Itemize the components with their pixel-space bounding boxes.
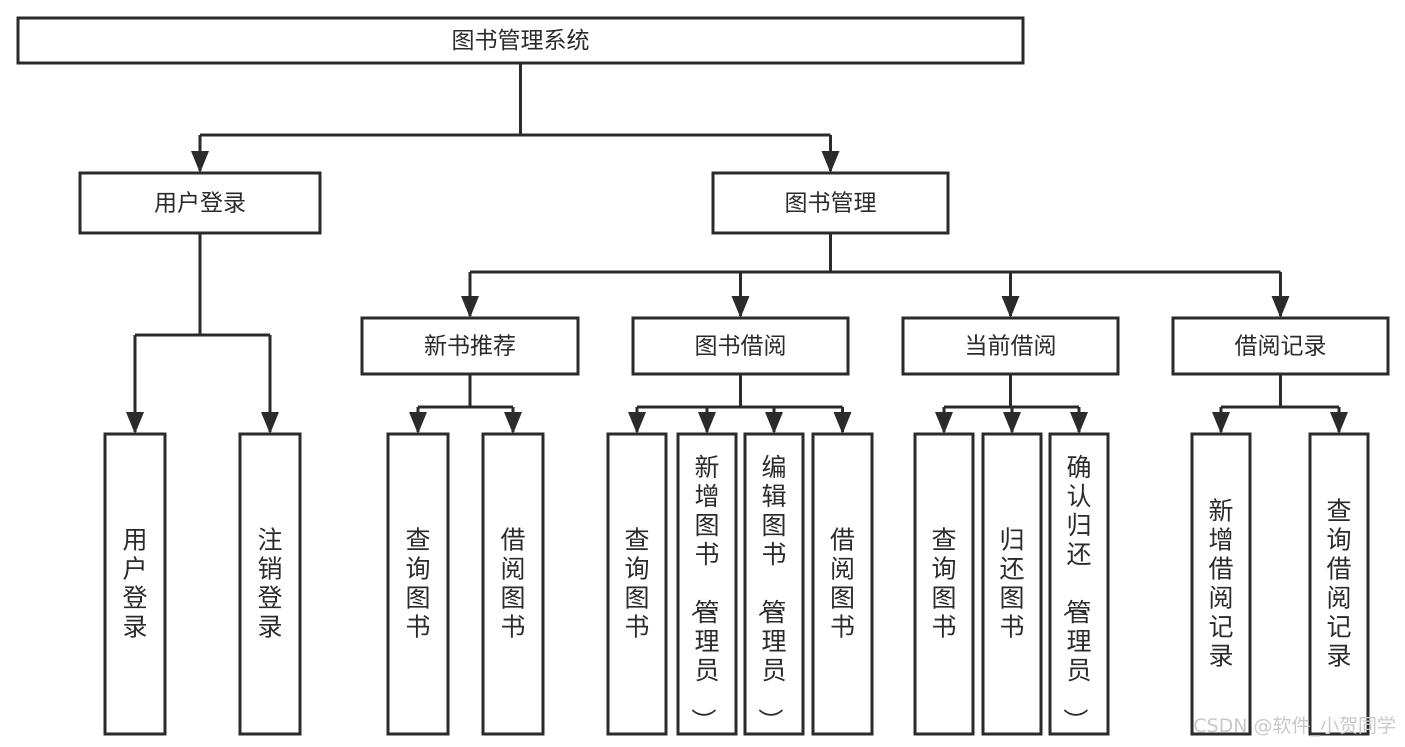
node-leaf-add-record[interactable]: 新增借阅记录 — [1190, 432, 1252, 736]
node-label-leaf-return-book: 归还图书 — [999, 526, 1024, 642]
node-label-leaf-borrow-book-1: 借阅图书 — [500, 526, 525, 642]
node-book-borrow[interactable]: 图书借阅 — [631, 316, 850, 376]
node-box-leaf-query-record[interactable] — [1308, 432, 1370, 736]
node-leaf-return-book[interactable]: 归还图书 — [981, 432, 1043, 736]
node-box-user-login[interactable] — [78, 171, 322, 235]
node-leaf-user-logout[interactable]: 注销登录 — [238, 432, 302, 736]
node-label-book-borrow: 图书借阅 — [695, 334, 787, 360]
node-leaf-query-book-3[interactable]: 查询图书 — [913, 432, 975, 736]
node-new-book-rec[interactable]: 新书推荐 — [360, 316, 580, 376]
node-label-new-book-rec: 新书推荐 — [424, 334, 516, 360]
node-label-leaf-confirm-return: 确认归还（管理员） — [1060, 453, 1091, 733]
node-label-book-manage: 图书管理 — [785, 191, 877, 217]
node-leaf-query-book-2[interactable]: 查询图书 — [606, 432, 668, 736]
node-label-leaf-user-login: 用户登录 — [122, 526, 147, 642]
node-label-leaf-borrow-book-2: 借阅图书 — [830, 526, 855, 642]
node-label-borrow-record: 借阅记录 — [1235, 334, 1327, 360]
node-box-new-book-rec[interactable] — [360, 316, 580, 376]
node-label-root: 图书管理系统 — [452, 28, 590, 54]
node-box-book-manage[interactable] — [711, 171, 950, 235]
node-box-leaf-user-login[interactable] — [103, 432, 167, 736]
node-leaf-confirm-return[interactable]: 确认归还（管理员） — [1048, 432, 1110, 736]
node-label-leaf-add-book: 新增图书（管理员） — [688, 453, 719, 733]
node-label-leaf-query-book-2: 查询图书 — [624, 526, 649, 642]
node-leaf-query-book-1[interactable]: 查询图书 — [386, 432, 450, 736]
node-box-leaf-borrow-book-2[interactable] — [811, 432, 874, 736]
node-leaf-query-record[interactable]: 查询借阅记录 — [1308, 432, 1370, 736]
node-box-current-borrow[interactable] — [901, 316, 1120, 376]
node-current-borrow[interactable]: 当前借阅 — [901, 316, 1120, 376]
node-box-leaf-borrow-book-1[interactable] — [481, 432, 545, 736]
node-box-leaf-query-book-3[interactable] — [913, 432, 975, 736]
node-box-leaf-query-book-1[interactable] — [386, 432, 450, 736]
node-leaf-borrow-book-2[interactable]: 借阅图书 — [811, 432, 874, 736]
node-leaf-edit-book[interactable]: 编辑图书（管理员） — [743, 432, 805, 736]
node-label-leaf-add-record: 新增借阅记录 — [1208, 497, 1233, 671]
node-box-book-borrow[interactable] — [631, 316, 850, 376]
node-box-leaf-edit-book[interactable] — [743, 432, 805, 736]
node-box-borrow-record[interactable] — [1171, 316, 1390, 376]
node-box-root[interactable] — [16, 16, 1025, 65]
node-label-leaf-user-logout: 注销登录 — [257, 526, 282, 642]
node-label-leaf-query-book-3: 查询图书 — [931, 526, 956, 642]
node-box-leaf-add-record[interactable] — [1190, 432, 1252, 736]
node-layer: 图书管理系统用户登录图书管理新书推荐图书借阅当前借阅借阅记录用户登录注销登录查询… — [16, 16, 1390, 736]
node-box-leaf-return-book[interactable] — [981, 432, 1043, 736]
node-borrow-record[interactable]: 借阅记录 — [1171, 316, 1390, 376]
node-label-leaf-query-record: 查询借阅记录 — [1326, 497, 1351, 671]
node-label-leaf-edit-book: 编辑图书（管理员） — [755, 453, 786, 733]
connector-layer — [126, 63, 1348, 434]
node-leaf-borrow-book-1[interactable]: 借阅图书 — [481, 432, 545, 736]
node-box-leaf-user-logout[interactable] — [238, 432, 302, 736]
csdn-watermark: CSDN @软件_小贺同学 — [1193, 715, 1396, 737]
node-leaf-add-book[interactable]: 新增图书（管理员） — [676, 432, 738, 736]
node-leaf-user-login[interactable]: 用户登录 — [103, 432, 167, 736]
node-user-login[interactable]: 用户登录 — [78, 171, 322, 235]
node-book-manage[interactable]: 图书管理 — [711, 171, 950, 235]
node-label-leaf-query-book-1: 查询图书 — [405, 526, 430, 642]
node-box-leaf-confirm-return[interactable] — [1048, 432, 1110, 736]
node-box-leaf-query-book-2[interactable] — [606, 432, 668, 736]
node-label-user-login: 用户登录 — [154, 191, 246, 217]
node-root[interactable]: 图书管理系统 — [16, 16, 1025, 65]
node-box-leaf-add-book[interactable] — [676, 432, 738, 736]
node-label-current-borrow: 当前借阅 — [965, 334, 1057, 360]
